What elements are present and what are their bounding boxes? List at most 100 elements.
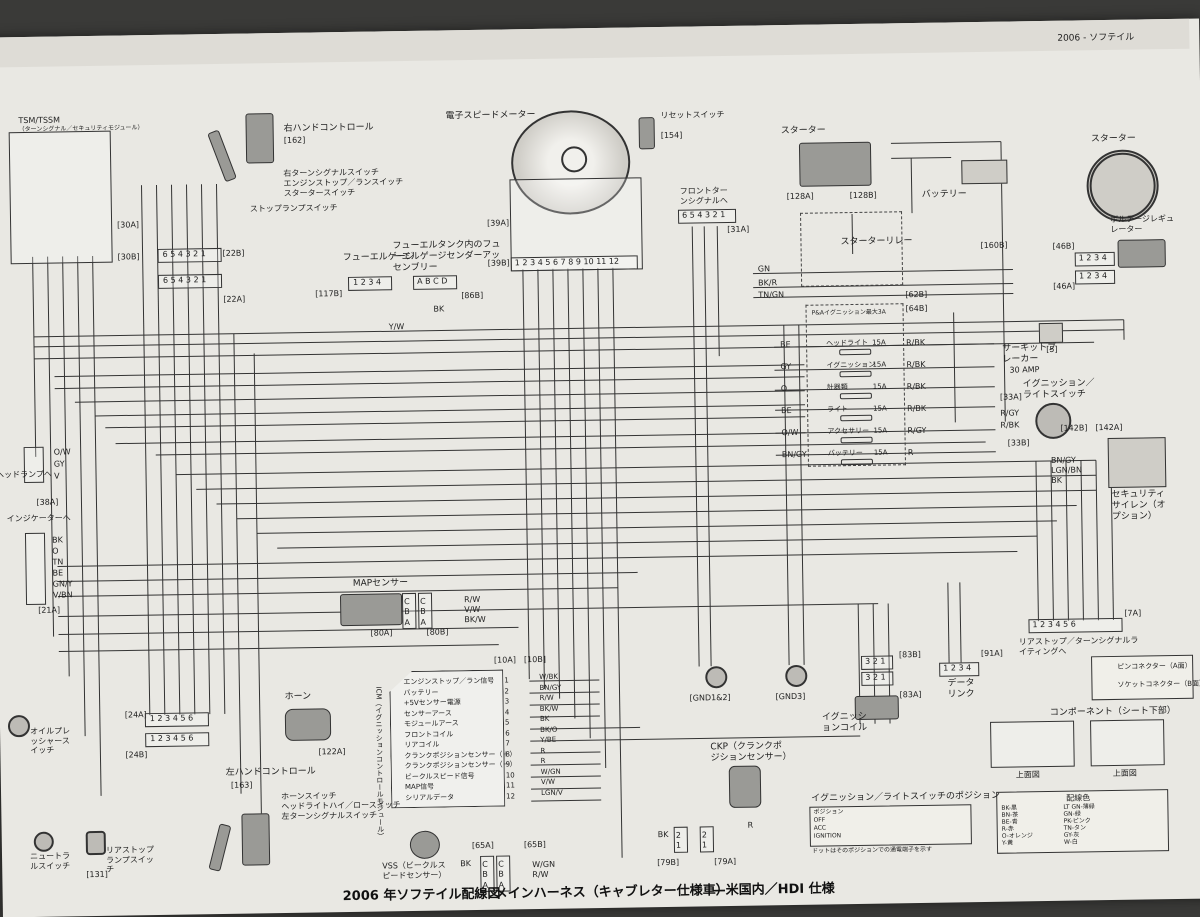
fuse-right-wire: R — [908, 449, 914, 457]
icm-pin-number: 7 — [505, 740, 510, 747]
legend-socket-connector: ソケットコネクター（B面） — [1117, 681, 1200, 689]
fuse-amp: 15A — [874, 449, 888, 456]
switch-row: ポジション — [813, 809, 843, 815]
caption-harness: メインハーネス（キャブレター仕様車） — [495, 884, 729, 901]
left-turn-switch-label: 左ターンシグナルスイッチ — [281, 812, 377, 822]
siren-wire-bngy: BN/GY — [1051, 457, 1076, 465]
legend-pin-connector: ピンコネクター（A面） — [1117, 663, 1192, 671]
starter-relay-box — [800, 211, 903, 287]
fuel-wire-yw: Y/W — [389, 323, 405, 331]
icm-wire: R — [540, 747, 545, 754]
vss-wire-rw: R/W — [532, 871, 548, 879]
wire-color-title: 配線色 — [1066, 794, 1090, 802]
indicator-wire: V/BN — [53, 591, 73, 599]
fuse-left-wire: O — [781, 385, 787, 393]
ckp-pins-b: 2 1 — [702, 830, 710, 851]
connector-91a: [91A] — [981, 650, 1003, 658]
connector-10a: [10A] — [494, 656, 516, 664]
icm-pin-number: 11 — [506, 782, 515, 789]
connector-24b: [24B] — [125, 751, 147, 759]
fuse-symbol — [840, 393, 872, 400]
indicator-wire: BK — [52, 536, 63, 544]
ckp-wire-bk: BK — [658, 831, 669, 839]
fuse-left-wire: BE — [780, 341, 791, 349]
icm-pin-name: リアコイル — [404, 742, 439, 750]
voltage-regulator-body — [1117, 239, 1165, 268]
fuse-amp: 15A — [873, 406, 887, 413]
relay-wire-gn: GN — [758, 265, 770, 273]
connector-65a: [65A] — [472, 842, 494, 850]
front-turn-label: フロントターンシグナルへ — [680, 186, 732, 206]
fuse-amp: 15A — [873, 428, 887, 435]
connector-24b-pins: 1 2 3 4 5 6 — [150, 734, 193, 743]
fuse-left-wire: O/W — [781, 429, 798, 437]
vss-wire-bk: BK — [460, 860, 471, 868]
connector-142b: [142B] — [1060, 424, 1087, 432]
circuit-breaker-rating: 30 AMP — [1009, 366, 1039, 374]
connector-5: [5] — [1046, 346, 1057, 354]
icm-pin-number: 9 — [506, 761, 511, 768]
icm-pin-name: MAP信号 — [405, 784, 434, 791]
circuit-breaker-body — [1039, 323, 1063, 343]
connector-22b: [22B] — [223, 250, 245, 258]
fuse-block-note: P&Aイグニッション最大3A — [812, 310, 886, 317]
map-sensor-body — [340, 593, 402, 626]
left-hand-ref: [163] — [231, 782, 253, 790]
icm-pin-number: 2 — [504, 688, 509, 695]
vss-label: VSS（ビークルスピードセンサー） — [382, 860, 452, 880]
coil-pins-a: 3 2 1 — [865, 658, 885, 666]
connector-128b: [128B] — [850, 192, 877, 200]
connector-30b: [30B] — [118, 253, 140, 261]
connector-86b: [86B] — [461, 292, 483, 300]
rear-lighting-label: リアストップ／ターンシグナルライティングへ — [1019, 636, 1139, 657]
data-link-pins: 1 2 3 4 — [943, 664, 971, 672]
speedometer-pins-label: 1 2 3 4 5 6 7 8 9 10 11 12 — [515, 258, 619, 268]
connector-38a: [38A] — [36, 499, 58, 507]
icm-wire: LGN/V — [541, 789, 563, 796]
icm-pin-name: +5Vセンサー電源 — [404, 699, 461, 707]
fuel-gauge-pins: 1 2 3 4 — [353, 278, 381, 286]
fuse-right-wire: R/BK — [907, 405, 926, 413]
connector-22a-pins: 6 5 4 3 2 1 — [163, 276, 206, 285]
map-wire-vw: V/W — [464, 606, 480, 614]
fuse-name: ライト — [827, 406, 848, 413]
icm-wire: BN/GY — [539, 684, 561, 691]
reset-switch-body — [638, 117, 655, 149]
connector-7a: [7A] — [1124, 610, 1141, 618]
wire-color-entry: Y-黄 — [1002, 841, 1013, 847]
tsm-label: TSM/TSSM — [18, 116, 60, 125]
map-wire-rw: R/W — [464, 596, 480, 604]
fuse-right-wire: R/BK — [906, 361, 925, 369]
left-hand-control-label: 左ハンドコントロール — [226, 768, 316, 778]
map-wire-bkw: BK/W — [464, 616, 485, 624]
connector-33b: [33B] — [1008, 439, 1030, 447]
connector-62b: [62B] — [905, 291, 927, 299]
rear-lighting-pins: 1 2 3 4 5 6 — [1032, 621, 1075, 630]
connector-122a: [122A] — [318, 748, 345, 756]
fuse-symbol — [839, 349, 871, 356]
icm-wire: R — [541, 758, 546, 765]
icm-wire: W/GN — [541, 768, 561, 775]
fuse-name: イグニッション — [826, 362, 875, 370]
ckp-pins-a: 2 1 — [676, 831, 684, 852]
regulator-pins-b: 1 2 3 4 — [1079, 272, 1107, 280]
connector-80a: [80A] — [371, 629, 393, 637]
right-hand-grip — [245, 113, 274, 163]
connector-79a: [79A] — [714, 858, 736, 866]
left-top-wire-v: V — [54, 473, 60, 481]
caption-market: —米国内／HDI 仕様 — [713, 882, 835, 897]
connector-131: [131] — [86, 871, 108, 879]
indicator-connector — [25, 533, 46, 605]
fuse-name: アクセサリー — [827, 428, 869, 436]
switch-row: ACC — [814, 826, 826, 832]
fuse-amp: 15A — [872, 362, 886, 369]
fuse-name: ヘッドライト — [826, 340, 868, 348]
connector-22b-pins: 6 5 4 3 2 1 — [163, 250, 206, 259]
connector-39b: [39B] — [488, 259, 510, 267]
fuse-symbol — [841, 437, 873, 444]
ign-wire-rbk: R/BK — [1000, 421, 1019, 429]
fuel-sender-pins: A B C D — [417, 277, 447, 285]
connector-80b: [80B] — [427, 628, 449, 636]
siren-wire-lgnbn: LGN/BN — [1051, 466, 1082, 474]
gnd12-label: [GND1&2] — [690, 694, 731, 703]
